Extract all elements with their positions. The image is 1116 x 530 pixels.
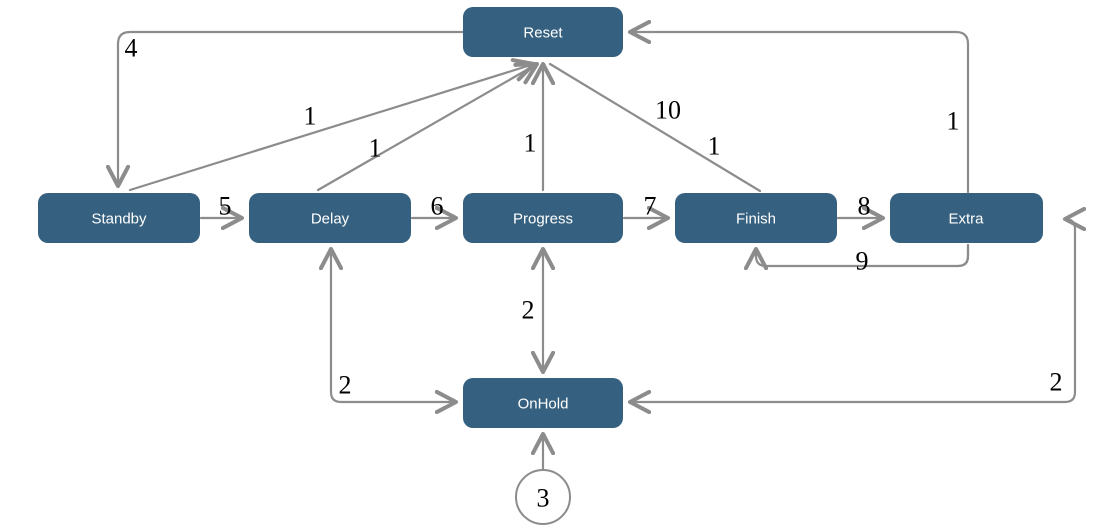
edge-progress-onhold[interactable]: 2 [522, 246, 556, 375]
node-label-reset: Reset [523, 25, 563, 42]
edge-progress-finish[interactable]: 7 [622, 192, 671, 231]
node-label-extra: Extra [948, 211, 984, 228]
node-label-standby: Standby [91, 211, 147, 228]
edge-reset-finish[interactable]: 10 1 [548, 62, 762, 193]
start-state-circle [515, 469, 571, 525]
node-extra[interactable]: Extra [890, 193, 1043, 243]
edge-label-standby-reset: 1 [304, 102, 317, 131]
edge-path-onhold-delay [318, 246, 459, 415]
start-state-marker[interactable]: 3 [515, 469, 571, 525]
node-label-finish: Finish [736, 211, 776, 228]
node-label-progress: Progress [513, 211, 573, 228]
edge-label-finish-extra: 8 [858, 192, 871, 221]
edge-label-progress-finish: 7 [644, 192, 657, 221]
edge-extra-reset[interactable]: 1 [627, 19, 970, 194]
edge-layer: 4 1 1 1 10 1 [105, 19, 1087, 472]
edge-delay-progress[interactable]: 6 [410, 192, 459, 231]
edge-standby-delay[interactable]: 5 [199, 192, 245, 231]
edge-label-extra-onhold: 2 [1050, 368, 1063, 397]
edge-path-standby-reset [128, 58, 537, 192]
edge-standby-reset[interactable]: 1 [128, 58, 537, 192]
start-state-label: 3 [537, 484, 550, 513]
edge-progress-reset[interactable]: 1 [524, 61, 556, 192]
edge-label-extra-reset: 1 [947, 107, 960, 136]
edge-label-reset-finish-1: 1 [708, 132, 721, 161]
node-label-delay: Delay [311, 211, 350, 228]
edge-onhold-delay[interactable]: 2 [318, 246, 459, 415]
node-layer: Reset Standby Delay Progress Finish Extr [38, 7, 1043, 525]
edge-label-reset-standby: 4 [125, 34, 138, 63]
node-rect-progress [463, 193, 623, 243]
node-delay[interactable]: Delay [249, 193, 411, 243]
edge-path-extra-reset [627, 19, 970, 194]
node-reset[interactable]: Reset [463, 7, 623, 57]
edge-label-onhold-delay: 2 [339, 371, 352, 400]
edge-label-reset-finish-10: 10 [655, 96, 681, 125]
edge-path-reset-finish [548, 62, 762, 193]
edge-path-extra-bottom-stub [956, 243, 970, 268]
edge-label-delay-reset: 1 [369, 134, 382, 163]
edge-extra-bottom-stub [956, 243, 970, 268]
edge-extra-onhold[interactable]: 2 [627, 206, 1087, 415]
edge-path-delay-reset [316, 61, 540, 192]
edge-extra-finish[interactable]: 9 [743, 243, 970, 276]
edge-label-delay-progress: 6 [431, 192, 444, 221]
node-rect-onhold [463, 378, 623, 428]
edge-label-extra-finish: 9 [856, 247, 869, 276]
edge-label-standby-delay: 5 [219, 192, 232, 221]
node-rect-reset [463, 7, 623, 57]
edge-delay-reset[interactable]: 1 [316, 61, 540, 192]
node-finish[interactable]: Finish [675, 193, 837, 243]
edge-path-reset-standby [105, 30, 465, 189]
node-onhold[interactable]: OnHold [463, 378, 623, 428]
edge-reset-standby[interactable]: 4 [105, 30, 465, 189]
node-progress[interactable]: Progress [463, 193, 623, 243]
node-rect-finish [675, 193, 837, 243]
edge-finish-extra[interactable]: 8 [836, 192, 886, 231]
node-label-onhold: OnHold [518, 396, 569, 413]
edge-path-extra-onhold [627, 206, 1087, 415]
edge-label-progress-onhold: 2 [522, 296, 535, 325]
node-rect-extra [890, 193, 1043, 243]
node-rect-standby [38, 193, 200, 243]
node-standby[interactable]: Standby [38, 193, 200, 243]
node-rect-delay [249, 193, 411, 243]
edge-label-progress-reset: 1 [524, 129, 537, 158]
